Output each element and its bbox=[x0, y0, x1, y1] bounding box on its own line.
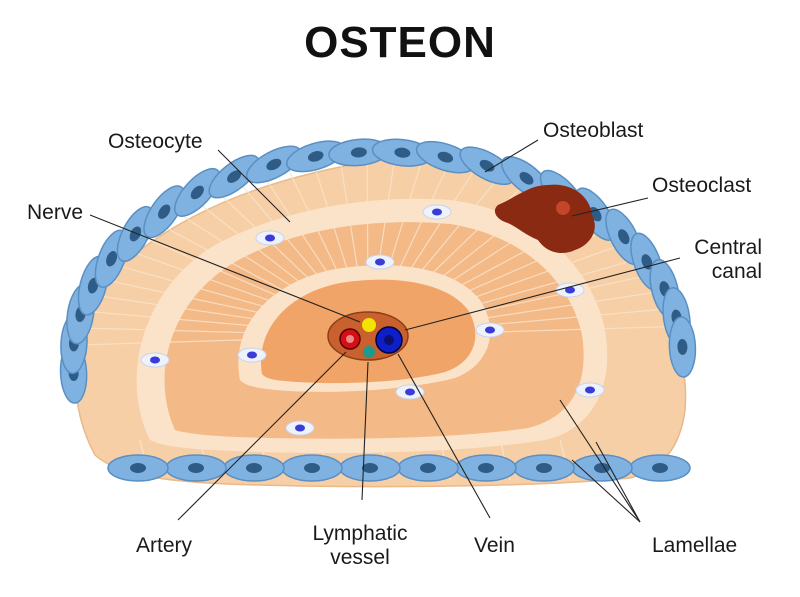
nerve-vessel bbox=[362, 318, 376, 332]
osteoblast-cell bbox=[630, 455, 690, 481]
osteocyte-nucleus bbox=[265, 235, 275, 242]
osteocyte-cell bbox=[141, 353, 169, 367]
osteoblast-cell bbox=[398, 455, 458, 481]
label-osteoblast: Osteoblast bbox=[543, 119, 643, 143]
osteocyte-cell bbox=[366, 255, 394, 269]
osteocyte-nucleus bbox=[150, 357, 160, 364]
osteocyte-nucleus bbox=[432, 209, 442, 216]
osteoblast-cell bbox=[224, 455, 284, 481]
osteocyte-nucleus bbox=[585, 387, 595, 394]
osteocyte-cell bbox=[238, 348, 266, 362]
label-vein: Vein bbox=[474, 534, 515, 558]
label-nerve: Nerve bbox=[27, 201, 83, 225]
label-lymphatic-line2: vessel bbox=[300, 546, 420, 570]
osteoblast-cell bbox=[514, 455, 574, 481]
osteoblast-nucleus bbox=[188, 463, 204, 473]
label-lymphatic-line1: Lymphatic bbox=[300, 522, 420, 546]
label-lymphatic-vessel: Lymphatic vessel bbox=[300, 522, 420, 570]
osteoblast-nucleus bbox=[420, 463, 436, 473]
osteoblast-cell bbox=[340, 455, 400, 481]
osteoblast-nucleus bbox=[304, 463, 320, 473]
lymphatic-vessel bbox=[363, 346, 375, 358]
osteoblast-nucleus bbox=[246, 463, 262, 473]
osteoblast-nucleus bbox=[536, 463, 552, 473]
osteoblast-nucleus bbox=[652, 463, 668, 473]
osteoblast-nucleus bbox=[130, 463, 146, 473]
osteocyte-nucleus bbox=[405, 389, 415, 396]
osteoblast-cell bbox=[456, 455, 516, 481]
osteocyte-cell bbox=[576, 383, 604, 397]
osteocyte-nucleus bbox=[295, 425, 305, 432]
osteocyte-cell bbox=[286, 421, 314, 435]
label-osteoclast: Osteoclast bbox=[652, 174, 751, 198]
label-osteocyte: Osteocyte bbox=[108, 130, 203, 154]
osteoblast-nucleus bbox=[362, 463, 378, 473]
diagram-title: OSTEON bbox=[0, 18, 800, 68]
osteocyte-cell bbox=[423, 205, 451, 219]
label-artery: Artery bbox=[136, 534, 192, 558]
osteoblast-cell bbox=[282, 455, 342, 481]
label-central-canal: Central canal bbox=[660, 236, 762, 284]
osteocyte-nucleus bbox=[247, 352, 257, 359]
osteoblast-cell bbox=[166, 455, 226, 481]
osteocyte-cell bbox=[256, 231, 284, 245]
label-central-canal-line2: canal bbox=[660, 260, 762, 284]
vein-lumen bbox=[384, 335, 394, 345]
label-central-canal-line1: Central bbox=[660, 236, 762, 260]
osteoblast-cell bbox=[108, 455, 168, 481]
osteoblast-nucleus bbox=[478, 463, 494, 473]
osteocyte-nucleus bbox=[375, 259, 385, 266]
osteocyte-cell bbox=[476, 323, 504, 337]
artery-lumen bbox=[346, 335, 354, 343]
osteocyte-nucleus bbox=[485, 327, 495, 334]
label-lamellae: Lamellae bbox=[652, 534, 737, 558]
osteocyte-cell bbox=[556, 283, 584, 297]
osteoclast-nucleus bbox=[556, 201, 570, 215]
